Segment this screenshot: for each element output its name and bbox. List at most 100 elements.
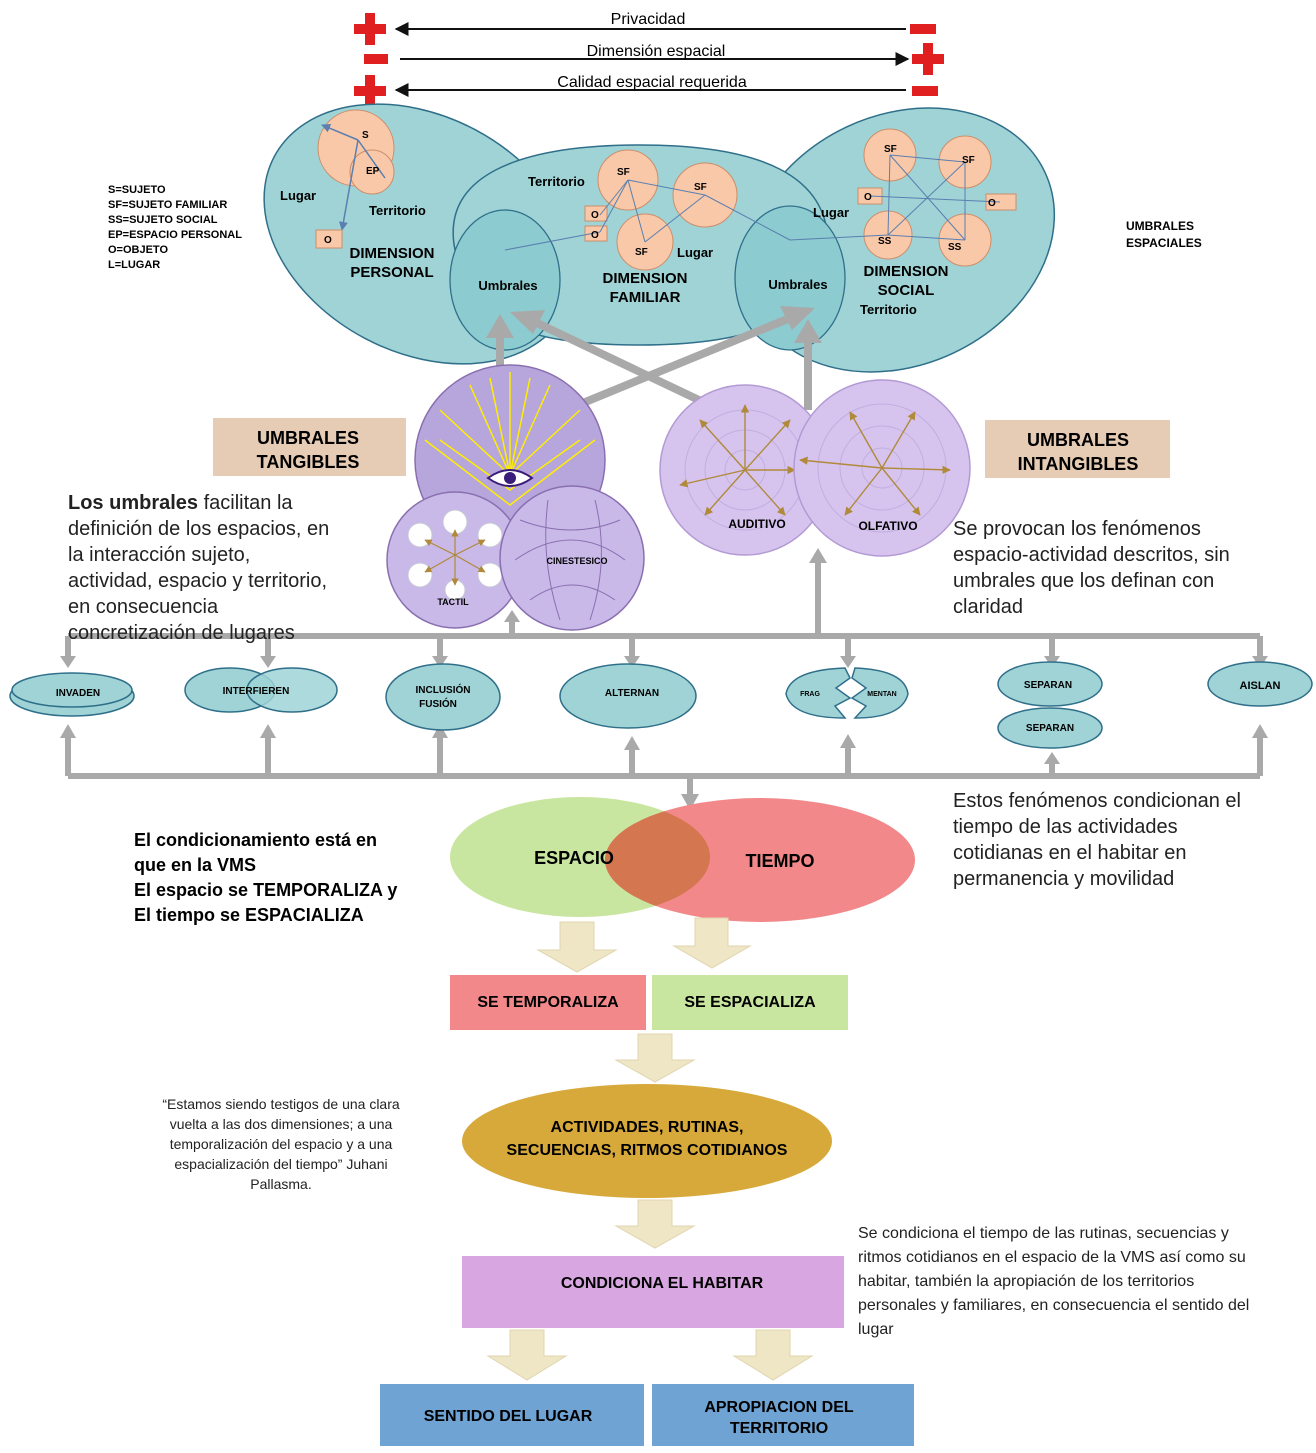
umbrales-description: Los umbrales facilitan la definición de … xyxy=(68,492,330,644)
intangibles-description: Se provocan los fenómenos espacio-activi… xyxy=(953,518,1230,618)
svg-text:TIEMPO: TIEMPO xyxy=(745,851,814,871)
dimension-espacial-axis: Dimensión espacial xyxy=(364,43,944,75)
svg-text:APROPIACION DEL: APROPIACION DEL xyxy=(704,1399,854,1416)
svg-text:OLFATIVO: OLFATIVO xyxy=(858,519,917,533)
svg-text:Lugar: Lugar xyxy=(280,188,316,203)
svg-text:AISLAN: AISLAN xyxy=(1240,680,1281,692)
umbrales-label: Umbrales xyxy=(478,278,537,293)
phenomenon-invaden: INVADEN xyxy=(9,672,135,717)
svg-text:Lugar: Lugar xyxy=(677,245,713,260)
svg-text:FRAG: FRAG xyxy=(800,691,820,698)
svg-text:UMBRALES: UMBRALES xyxy=(1027,430,1129,450)
legend-item: SS=SUJETO SOCIAL xyxy=(108,214,218,226)
svg-text:SF: SF xyxy=(962,155,975,166)
threshold-arrows xyxy=(486,306,822,410)
phenomenon-fragmentan: FRAG MENTAN xyxy=(785,667,909,719)
svg-text:SF: SF xyxy=(884,144,897,155)
svg-text:UMBRALES: UMBRALES xyxy=(1126,219,1194,233)
apropiacion-box: APROPIACION DEL TERRITORIO xyxy=(652,1384,914,1446)
svg-text:FUSIÓN: FUSIÓN xyxy=(419,697,457,710)
umbrales-intangibles-box: UMBRALES INTANGIBLES xyxy=(985,420,1170,478)
legend: S=SUJETO SF=SUJETO FAMILIAR SS=SUJETO SO… xyxy=(108,184,242,271)
actividades-ellipse: ACTIVIDADES, RUTINAS, SECUENCIAS, RITMOS… xyxy=(462,1084,832,1198)
legend-item: S=SUJETO xyxy=(108,184,166,196)
svg-text:SEPARAN: SEPARAN xyxy=(1024,680,1072,691)
plus-icon xyxy=(912,43,944,75)
calidad-axis: Calidad espacial requerida xyxy=(354,74,938,107)
umbrales-label: Umbrales xyxy=(768,277,827,292)
legend-item: SF=SUJETO FAMILIAR xyxy=(108,199,227,211)
arrow-icon xyxy=(486,1329,568,1381)
svg-text:DIMENSION: DIMENSION xyxy=(349,245,434,262)
svg-text:SF: SF xyxy=(635,247,648,258)
svg-text:O: O xyxy=(988,198,996,209)
svg-text:FAMILIAR: FAMILIAR xyxy=(610,289,681,306)
svg-text:SOCIAL: SOCIAL xyxy=(878,282,935,299)
arrow-icon xyxy=(732,1329,814,1381)
object-box xyxy=(315,229,343,249)
condicionamiento-text: El condicionamiento está en que en la VM… xyxy=(134,830,397,925)
phenomenon-inclusion: INCLUSIÓN FUSIÓN xyxy=(385,663,501,731)
svg-text:TANGIBLES: TANGIBLES xyxy=(257,452,360,472)
svg-text:O: O xyxy=(591,210,599,221)
svg-text:SENTIDO DEL LUGAR: SENTIDO DEL LUGAR xyxy=(424,1408,593,1425)
minus-icon xyxy=(364,54,388,64)
svg-text:CINESTESICO: CINESTESICO xyxy=(546,556,607,566)
svg-text:Territorio: Territorio xyxy=(369,203,426,218)
sentido-box: SENTIDO DEL LUGAR xyxy=(380,1384,644,1446)
pallasma-quote: “Estamos siendo testigos de una clara vu… xyxy=(162,1096,400,1192)
legend-item: EP=ESPACIO PERSONAL xyxy=(108,229,242,241)
svg-text:CONDICIONA EL HABITAR: CONDICIONA EL HABITAR xyxy=(561,1275,764,1292)
legend-item: L=LUGAR xyxy=(108,259,160,271)
minus-icon xyxy=(912,86,938,96)
svg-text:O: O xyxy=(324,235,332,246)
umbrales-tangibles-box: UMBRALES TANGIBLES xyxy=(213,418,406,476)
plus-icon xyxy=(354,13,386,45)
svg-text:TACTIL: TACTIL xyxy=(437,597,469,607)
svg-text:ALTERNAN: ALTERNAN xyxy=(605,688,659,699)
minus-icon xyxy=(910,24,936,34)
fenomenos-description: Estos fenómenos condicionan el tiempo de… xyxy=(953,790,1241,890)
cream-arrows xyxy=(486,917,814,1381)
svg-text:El tiempo se ESPACIALIZA: El tiempo se ESPACIALIZA xyxy=(134,905,364,925)
phenomenon-interfieren: INTERFIEREN xyxy=(184,667,338,713)
svg-text:SS: SS xyxy=(878,236,892,247)
svg-text:AUDITIVO: AUDITIVO xyxy=(728,517,785,531)
svg-text:INTERFIEREN: INTERFIEREN xyxy=(223,686,290,697)
condiciona-description: Se condiciona el tiempo de las rutinas, … xyxy=(858,1225,1250,1338)
axes-panel: Privacidad Dimensión espacial Calidad es… xyxy=(330,4,976,107)
dimensions-diagram: S EP Lugar Territorio O DIMENSION PERSON… xyxy=(263,103,1056,373)
phenomenon-aislan: AISLAN xyxy=(1207,661,1313,707)
phenomena-connectors xyxy=(60,548,1268,810)
svg-text:Territorio: Territorio xyxy=(528,174,585,189)
legend-item: O=OBJETO xyxy=(108,244,168,256)
object-box xyxy=(985,193,1017,211)
svg-text:UMBRALES: UMBRALES xyxy=(257,428,359,448)
svg-text:EP: EP xyxy=(366,166,380,177)
svg-text:MENTAN: MENTAN xyxy=(867,691,896,698)
svg-text:INCLUSIÓN: INCLUSIÓN xyxy=(416,683,471,696)
svg-text:Lugar: Lugar xyxy=(813,205,849,220)
arrow-icon xyxy=(536,921,618,973)
umbrales-right-lens xyxy=(734,205,846,351)
svg-text:DIMENSION: DIMENSION xyxy=(863,263,948,280)
svg-text:SF: SF xyxy=(694,182,707,193)
svg-text:O: O xyxy=(591,230,599,241)
svg-text:SE TEMPORALIZA: SE TEMPORALIZA xyxy=(477,994,619,1011)
svg-text:ESPACIO: ESPACIO xyxy=(534,848,614,868)
svg-text:O: O xyxy=(864,192,872,203)
svg-text:INVADEN: INVADEN xyxy=(56,688,100,699)
eye-icon xyxy=(486,469,534,487)
plus-icon xyxy=(354,75,386,107)
cinestesico-circle: CINESTESICO xyxy=(499,485,645,631)
espacio-tiempo-venn: ESPACIO TIEMPO xyxy=(450,797,915,922)
condiciona-box: CONDICIONA EL HABITAR xyxy=(462,1256,844,1328)
svg-text:DIMENSION: DIMENSION xyxy=(602,270,687,287)
umbrales-espaciales-label: UMBRALES ESPACIALES xyxy=(1126,219,1202,250)
se-espacializa-box: SE ESPACIALIZA xyxy=(652,975,848,1030)
svg-text:ACTIVIDADES, RUTINAS,: ACTIVIDADES, RUTINAS, xyxy=(551,1119,744,1136)
phenomenon-alternan: ALTERNAN xyxy=(559,663,697,729)
svg-text:El condicionamiento está en: El condicionamiento está en xyxy=(134,830,377,850)
svg-text:que en la VMS: que en la VMS xyxy=(134,855,256,875)
